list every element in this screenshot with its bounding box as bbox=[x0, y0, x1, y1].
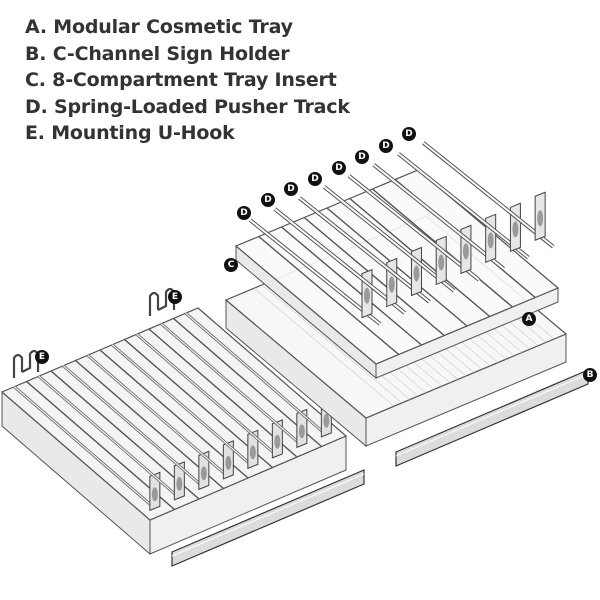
left-pusher-spring bbox=[323, 413, 330, 428]
u-hook-e bbox=[12, 349, 40, 378]
callout-circle bbox=[402, 127, 416, 141]
callout-d: D bbox=[402, 127, 416, 141]
callout-text: C bbox=[228, 260, 235, 270]
callout-e: E bbox=[35, 350, 49, 364]
callout-d: D bbox=[237, 206, 251, 220]
insert-c-divider bbox=[303, 216, 445, 337]
legend-item-a: A. Modular Cosmetic Tray bbox=[25, 16, 293, 38]
pusher-spring bbox=[487, 232, 494, 249]
callout-circle bbox=[332, 161, 346, 175]
callout-circle bbox=[355, 150, 369, 164]
callout-text: D bbox=[358, 152, 365, 162]
callout-circle bbox=[261, 193, 275, 207]
pusher-track-d-inner bbox=[373, 163, 505, 270]
callout-circle bbox=[308, 172, 322, 186]
callout-d: D bbox=[284, 182, 298, 196]
left-pusher-rail-inner bbox=[111, 344, 254, 467]
left-pusher-spring bbox=[200, 466, 207, 481]
callout-text: A bbox=[526, 314, 533, 324]
callout-d: D bbox=[308, 172, 322, 186]
pusher-spring bbox=[438, 254, 445, 271]
callout-d: D bbox=[332, 161, 346, 175]
left-pusher-spring bbox=[176, 476, 183, 491]
left-pusher-spring bbox=[151, 487, 158, 502]
pusher-spring bbox=[364, 287, 370, 304]
callout-circle bbox=[522, 312, 536, 326]
pusher-track-d-inner bbox=[274, 208, 406, 314]
pusher-track-d-inner bbox=[348, 175, 480, 281]
callout-circle bbox=[168, 290, 182, 304]
left-pusher-spring bbox=[298, 424, 305, 439]
left-pusher-spring bbox=[225, 455, 232, 470]
pusher-track-d-inner bbox=[298, 197, 431, 303]
pusher-spring bbox=[512, 221, 519, 238]
callout-d: D bbox=[355, 150, 369, 164]
callout-text: D bbox=[382, 141, 389, 151]
sign-holder-highlight bbox=[395, 373, 589, 457]
callout-d: D bbox=[261, 193, 275, 207]
legend-item-b: B. C-Channel Sign Holder bbox=[25, 42, 290, 65]
callout-a: A bbox=[522, 312, 536, 326]
legend-item-e: E. Mounting U-Hook bbox=[25, 122, 235, 144]
pusher-spring bbox=[537, 210, 544, 227]
pusher-track-d-inner bbox=[249, 219, 381, 325]
callout-text: E bbox=[172, 292, 178, 302]
left-tray-assembly bbox=[0, 307, 348, 556]
tray-a-texture bbox=[261, 284, 403, 404]
pusher-spring bbox=[462, 243, 469, 260]
callout-text: D bbox=[335, 163, 342, 173]
callout-circle bbox=[284, 182, 298, 196]
sign-holder-highlight bbox=[171, 473, 365, 557]
pusher-track-d-inner bbox=[397, 152, 530, 259]
left-pusher-rail-inner bbox=[87, 354, 229, 478]
left-pusher-rail-inner bbox=[62, 365, 205, 488]
left-pusher-rail-inner bbox=[13, 386, 156, 509]
callout-text: D bbox=[287, 184, 294, 194]
callout-text: D bbox=[311, 174, 318, 184]
callout-c: C bbox=[224, 258, 238, 272]
callout-circle bbox=[583, 368, 597, 382]
callout-text: E bbox=[39, 352, 45, 362]
parts-legend: A. Modular Cosmetic Tray B. C-Channel Si… bbox=[25, 14, 350, 147]
callout-b: B bbox=[583, 368, 597, 382]
pusher-track-d-inner bbox=[422, 141, 554, 248]
callout-text: B bbox=[587, 370, 594, 380]
tray-a-texture bbox=[253, 288, 395, 407]
left-pusher-rail-inner bbox=[136, 333, 278, 457]
left-pusher-rail-inner bbox=[38, 375, 180, 499]
pusher-tracks-d bbox=[248, 141, 555, 326]
insert-c-divider bbox=[258, 235, 400, 356]
pusher-spring bbox=[388, 276, 395, 293]
legend-item-d: D. Spring-Loaded Pusher Track bbox=[25, 95, 350, 118]
pusher-spring bbox=[413, 265, 420, 282]
callout-circle bbox=[35, 350, 49, 364]
sign-holders-b bbox=[171, 369, 589, 567]
left-pusher-rail-inner bbox=[160, 323, 303, 446]
left-pusher-spring bbox=[274, 434, 281, 449]
left-pusher-spring bbox=[249, 445, 256, 460]
callout-circle bbox=[379, 139, 393, 153]
callout-text: D bbox=[405, 129, 412, 139]
callout-text: D bbox=[264, 195, 271, 205]
pusher-track-d-inner bbox=[323, 186, 455, 292]
callout-labels: D D D D D D D D C A B E E bbox=[35, 127, 597, 382]
left-pusher-rail-inner bbox=[185, 312, 327, 436]
insert-c-divider bbox=[281, 226, 422, 346]
legend-item-c: C. 8-Compartment Tray Insert bbox=[25, 69, 337, 91]
callout-d: D bbox=[379, 139, 393, 153]
callout-circle bbox=[224, 258, 238, 272]
callout-circle bbox=[237, 206, 251, 220]
callout-text: D bbox=[240, 208, 247, 218]
callout-e: E bbox=[168, 290, 182, 304]
